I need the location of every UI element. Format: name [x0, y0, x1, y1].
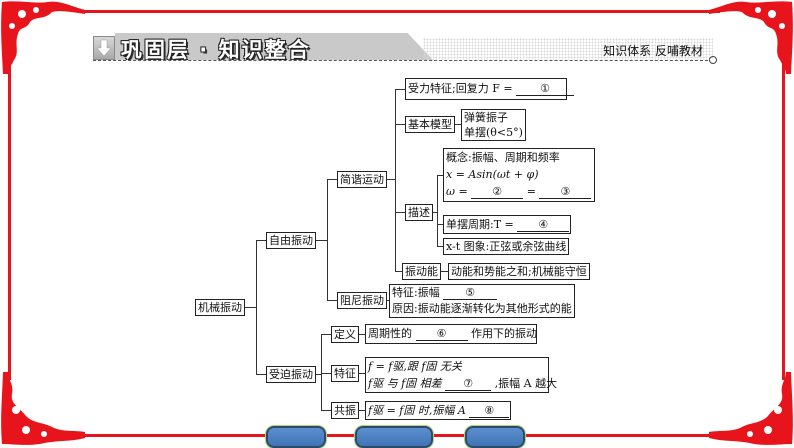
connector [256, 240, 257, 374]
connector [321, 334, 322, 410]
blank-2: ② [471, 185, 524, 199]
node-models: 弹簧振子 单摆(θ<5°) [461, 109, 526, 141]
nav-button-prev[interactable] [266, 426, 326, 448]
node-describe: 描述 [405, 204, 433, 221]
connector [395, 124, 405, 125]
node-mechanical-vibration: 机械振动 [195, 299, 245, 316]
node-graph: x-t 图象:正弦或余弦曲线 [443, 238, 570, 255]
corner-ornament-top-right [709, 1, 793, 74]
period-text: 单摆周期:T = [446, 218, 514, 231]
connector [357, 334, 365, 335]
connector [357, 373, 365, 374]
corner-ornament-bottom-left [1, 372, 86, 445]
force-text: 受力特征;回复力 F = [408, 82, 513, 95]
def-text-a: 周期性的 [368, 327, 412, 340]
header-divider [93, 60, 708, 61]
connector [357, 410, 365, 411]
connector [437, 246, 443, 247]
section-subtitle: 知识体系 反哺教材 [603, 44, 703, 58]
def-text-b: 作用下的振动 [471, 327, 537, 340]
connector [437, 224, 443, 225]
connector [321, 410, 331, 411]
blank-7: ⑦ [445, 377, 492, 391]
blank-3: ③ [539, 185, 592, 199]
connector [256, 240, 266, 241]
connector [395, 212, 405, 213]
node-definition-text: 周期性的 ⑥ 作用下的振动 [365, 324, 537, 344]
damped-feature: 特征:振幅 [392, 286, 440, 299]
node-basic-model: 基本模型 [405, 116, 455, 133]
connector [395, 89, 405, 90]
node-period: 单摆周期:T = ④ [443, 215, 571, 234]
frame-left-line [8, 60, 11, 380]
node-damped: 阻尼振动 [337, 292, 387, 309]
frame-right-line [782, 60, 785, 380]
corner-ornament-top-left [1, 1, 86, 74]
blank-5: ⑤ [443, 286, 498, 300]
connector [316, 240, 327, 241]
node-energy-text: 动能和势能之和;机械能守恒 [448, 263, 590, 280]
resonance-text: f驱 = f固 时,振幅 A [368, 404, 466, 417]
concept-text: 概念:振幅、周期和频率 [446, 151, 560, 164]
node-forced: 受迫振动 [266, 366, 316, 383]
connector [453, 124, 461, 125]
node-feature: 特征 [331, 365, 359, 382]
connector [395, 89, 396, 271]
blank-4: ④ [517, 218, 570, 232]
node-feature-text: f = f驱,跟 f固 无关 f驱 与 f固 相差 ⑦ ,振幅 A 越大 [365, 357, 557, 393]
nav-button-next[interactable] [465, 426, 525, 448]
omega-label: ω = [446, 185, 468, 198]
node-concept: 概念:振幅、周期和频率 x = Asin(ωt + φ) ω = ② = ③ [443, 148, 595, 202]
divider-end-mark [709, 56, 717, 64]
dot-pattern [423, 38, 713, 60]
connector [256, 374, 266, 375]
connector [327, 179, 337, 180]
damped-reason: 原因:振动能逐渐转化为其他形式的能 [392, 302, 572, 315]
connector [431, 212, 437, 213]
connector [385, 179, 395, 180]
connector [327, 300, 337, 301]
node-resonance-text: f驱 = f固 时,振幅 A ⑧ [365, 401, 511, 420]
connector [321, 334, 331, 335]
nav-button-home[interactable] [355, 426, 433, 448]
connector [327, 179, 328, 300]
connector [321, 373, 331, 374]
connector [395, 271, 405, 272]
frame-top-line [80, 10, 720, 13]
formula-text: x = Asin(ωt + φ) [446, 168, 539, 181]
model-pendulum: 单摆(θ<5°) [464, 126, 523, 139]
connector [313, 374, 321, 375]
connector [244, 307, 256, 308]
down-arrow-icon [93, 36, 115, 60]
section-header: 巩固层 · 知识整合 知识体系 反哺教材 [93, 33, 713, 60]
connector [437, 175, 438, 246]
node-resonance: 共振 [331, 402, 359, 419]
blank-1: ① [516, 82, 575, 96]
node-simple-harmonic: 简谐运动 [337, 171, 387, 188]
model-spring: 弹簧振子 [464, 111, 508, 124]
node-free-vibration: 自由振动 [266, 232, 316, 249]
feature-line-2a: f驱 与 f固 相差 [368, 377, 442, 390]
section-title: 巩固层 · 知识整合 [121, 38, 311, 62]
node-definition: 定义 [331, 326, 359, 343]
node-energy: 振动能 [402, 263, 441, 280]
blank-8: ⑧ [469, 404, 510, 418]
section-title-banner: 巩固层 · 知识整合 [115, 33, 433, 60]
corner-ornament-bottom-right [709, 372, 793, 445]
node-force-feature: 受力特征;回复力 F = ① [405, 78, 575, 100]
connector [437, 175, 443, 176]
node-damped-detail: 特征:振幅 ⑤ 原因:振动能逐渐转化为其他形式的能 [389, 284, 575, 318]
equals-sign: = [526, 185, 536, 198]
connector [440, 271, 448, 272]
feature-line-2b: ,振幅 A 越大 [494, 377, 558, 390]
blank-6: ⑥ [415, 327, 468, 341]
feature-line-1: f = f驱,跟 f固 无关 [368, 360, 462, 373]
